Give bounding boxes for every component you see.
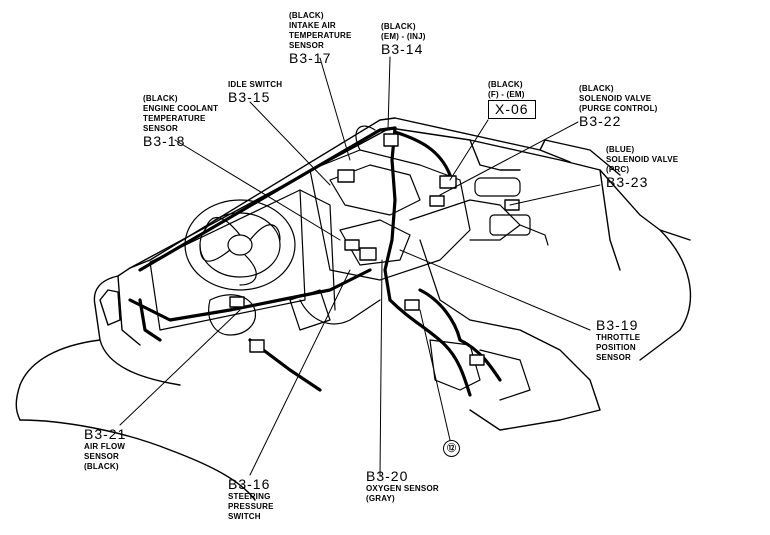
callout-label-line: (BLUE) — [606, 145, 635, 154]
callout-label-line: (PRC) — [606, 165, 630, 174]
callout-label-line: SENSOR — [143, 124, 178, 133]
callout-label-line: (GRAY) — [366, 494, 395, 503]
callout-label-line: SENSOR — [596, 353, 631, 362]
callout-label-line: IDLE SWITCH — [228, 80, 283, 89]
callout-label-line: (BLACK) — [488, 80, 523, 89]
connector-code: B3-23 — [606, 174, 649, 190]
callout-label-line: SOLENOID VALVE — [579, 94, 652, 103]
leader-lines — [119, 56, 601, 476]
callout-label-line: (BLACK) — [381, 22, 416, 31]
callout-label-line: (PURGE CONTROL) — [579, 104, 658, 113]
callout-label-line: ENGINE COOLANT — [143, 104, 219, 113]
connectors — [229, 133, 520, 366]
connector-code: B3-14 — [381, 41, 424, 57]
callout-label-line: STEERING — [228, 492, 271, 501]
callout-label-line: SENSOR — [289, 41, 324, 50]
callout-label-line: (BLACK) — [84, 462, 119, 471]
vehicle-body-outline — [15, 117, 692, 501]
callout-oxygen-sensor: B3-20 OXYGEN SENSOR (GRAY) — [366, 469, 439, 504]
callout-label-line: (EM) - (INJ) — [381, 32, 426, 41]
callout-label-line: INTAKE AIR — [289, 21, 336, 30]
connector-code: B3-16 — [228, 476, 271, 492]
callout-label-line: (BLACK) — [579, 84, 614, 93]
callout-idle-switch: IDLE SWITCH B3-15 — [228, 80, 282, 105]
callout-label-line: PRESSURE — [228, 502, 274, 511]
callout-throttle-position-sensor: B3-19 THROTTLE POSITION SENSOR — [596, 318, 640, 363]
connector-code: B3-22 — [579, 113, 622, 129]
connector-code: B3-21 — [84, 426, 127, 442]
connector-code: B3-20 — [366, 468, 409, 484]
callout-label-line: (F) - (EM) — [488, 90, 525, 99]
callout-air-flow-sensor: B3-21 AIR FLOW SENSOR (BLACK) — [84, 427, 126, 472]
callout-label-line: TEMPERATURE — [143, 114, 206, 123]
reference-marker-12: ⑫ — [443, 440, 460, 457]
callout-label-line: THROTTLE — [596, 333, 641, 342]
callout-label-line: SWITCH — [228, 512, 261, 521]
connector-code: B3-15 — [228, 89, 271, 105]
callout-label-line: (BLACK) — [143, 94, 178, 103]
callout-label-line: AIR FLOW — [84, 442, 126, 451]
connector-code: B3-19 — [596, 317, 639, 333]
callout-label-line: POSITION — [596, 343, 636, 352]
callout-label-line: OXYGEN SENSOR — [366, 484, 439, 493]
callout-intake-air-temperature-sensor: (BLACK) INTAKE AIR TEMPERATURE SENSOR B3… — [289, 11, 352, 66]
callout-label-line: SOLENOID VALVE — [606, 155, 679, 164]
callout-em-inj-connector: (BLACK) (EM) - (INJ) B3-14 — [381, 22, 426, 57]
connector-code: B3-18 — [143, 133, 186, 149]
callout-engine-coolant-temperature-sensor: (BLACK) ENGINE COOLANT TEMPERATURE SENSO… — [143, 94, 218, 149]
engine-block — [208, 125, 549, 401]
callout-solenoid-valve-prc: (BLUE) SOLENOID VALVE (PRC) B3-23 — [606, 145, 678, 190]
callout-label-line: TEMPERATURE — [289, 31, 352, 40]
connector-code: B3-17 — [289, 50, 332, 66]
callout-label-line: SENSOR — [84, 452, 119, 461]
callout-solenoid-valve-purge-control: (BLACK) SOLENOID VALVE (PURGE CONTROL) B… — [579, 84, 658, 129]
wire-harness — [128, 126, 502, 397]
callout-steering-pressure-switch: B3-16 STEERING PRESSURE SWITCH — [228, 477, 274, 522]
connector-code-boxed: X-06 — [488, 100, 536, 119]
callout-label-line: (BLACK) — [289, 11, 324, 20]
callout-f-em-connector: (BLACK) (F) - (EM) X-06 — [488, 80, 536, 119]
